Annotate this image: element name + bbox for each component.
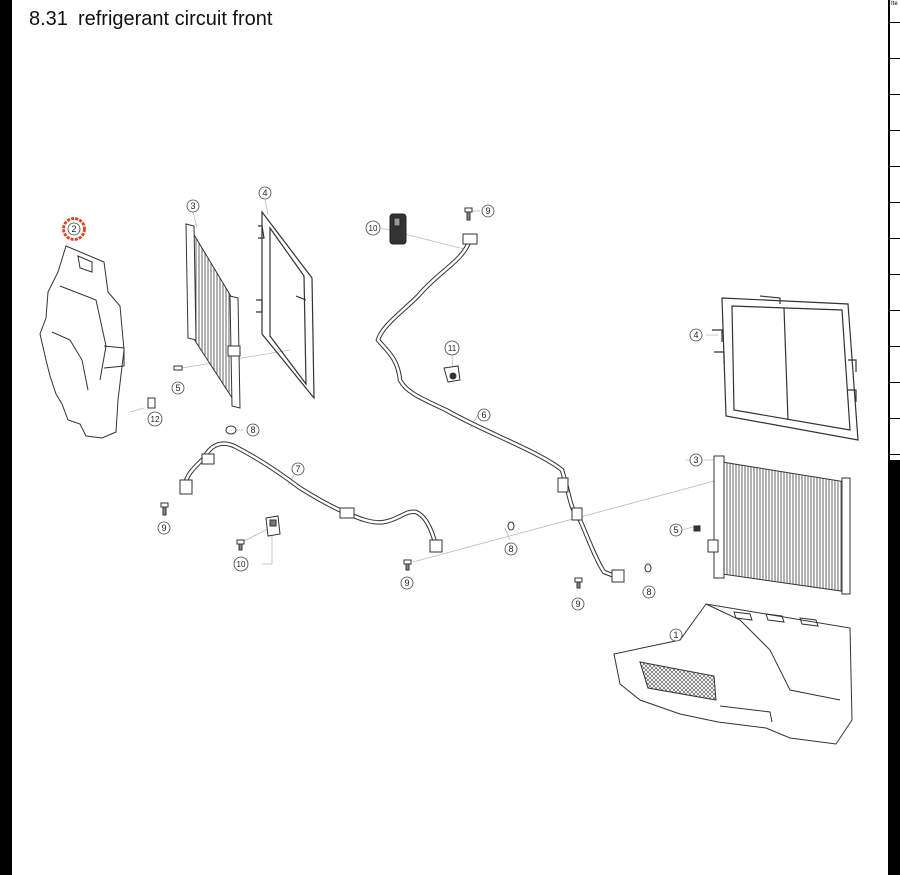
page-title: 8.31 refrigerant circuit front [29,8,272,31]
callout-11[interactable]: 11 [444,340,460,356]
callout-3[interactable]: 3 [689,453,703,467]
callout-1[interactable]: 1 [669,628,683,642]
callouts: 2 3 4 10 9 11 6 4 5 12 8 7 3 9 5 10 8 9 … [62,186,703,642]
svg-text:1: 1 [673,630,678,640]
highlight-ring [62,217,86,241]
parts-list-row-line [890,130,900,131]
svg-text:11: 11 [448,344,457,353]
svg-text:5: 5 [673,525,678,535]
callout-6[interactable]: 6 [477,408,491,422]
svg-text:3: 3 [190,201,195,211]
callout-8[interactable]: 8 [246,423,260,437]
callout-4[interactable]: 4 [689,328,703,342]
callout-4[interactable]: 4 [258,186,272,200]
callout-3[interactable]: 3 [186,199,200,213]
leader-lines [129,199,719,636]
parts-list-row-line [890,94,900,95]
parts-list-row-line [890,238,900,239]
section-title: refrigerant circuit front [77,8,273,30]
refrigerant-line-6 [375,233,625,583]
diagram-page: 8.31 refrigerant circuit front [12,0,888,875]
parts-list-header: Ite [891,1,898,7]
callout-7[interactable]: 7 [291,462,305,476]
pressure-sensor [389,213,407,245]
callout-9[interactable]: 9 [400,576,414,590]
svg-text:6: 6 [481,410,486,420]
callout-10[interactable]: 10 [365,220,381,236]
sensor-clip [443,365,461,383]
parts-list-row-line [890,382,900,383]
svg-text:9: 9 [404,578,409,588]
screw-top [464,207,473,221]
svg-text:9: 9 [575,599,580,609]
parts-list-row-line [890,274,900,275]
svg-text:10: 10 [369,224,378,233]
svg-text:2: 2 [71,224,76,234]
svg-text:3: 3 [693,455,698,465]
parts-list-row-line [890,454,900,455]
parts-list-row-line [890,346,900,347]
svg-text:8: 8 [646,587,651,597]
bracket-lower [265,515,281,537]
parts-list-row-line [890,22,900,23]
fasteners [147,365,701,589]
parts-list-row-line [890,58,900,59]
frame-left [256,210,315,400]
condenser-left [185,223,241,409]
callout-10[interactable]: 10 [233,556,249,572]
parts-list-row-line [890,418,900,419]
section-number: 8.31 [29,8,68,30]
svg-text:4: 4 [693,330,698,340]
callout-8[interactable]: 8 [504,542,518,556]
svg-text:8: 8 [508,544,513,554]
parts-list-panel: Ite [890,0,900,460]
svg-text:7: 7 [295,464,300,474]
callout-9[interactable]: 9 [157,521,171,535]
svg-text:10: 10 [237,560,246,569]
callout-5[interactable]: 5 [171,381,185,395]
frame-right [712,295,859,441]
callout-5[interactable]: 5 [669,523,683,537]
air-duct-left [39,245,125,439]
condenser-right [707,455,851,595]
svg-text:9: 9 [485,206,490,216]
callout-12[interactable]: 12 [147,411,163,427]
callout-9[interactable]: 9 [571,597,585,611]
svg-text:8: 8 [250,425,255,435]
parts-list-row-line [890,166,900,167]
parts-list-row-line [890,202,900,203]
air-duct-bottom [613,603,853,745]
parts-list-row-line [890,310,900,311]
svg-text:9: 9 [161,523,166,533]
callout-2[interactable]: 2 [62,217,86,241]
svg-text:5: 5 [175,383,180,393]
callout-9[interactable]: 9 [481,204,495,218]
svg-text:4: 4 [262,188,267,198]
refrigerant-line-7 [179,441,443,553]
svg-text:12: 12 [151,415,160,424]
callout-8[interactable]: 8 [642,585,656,599]
